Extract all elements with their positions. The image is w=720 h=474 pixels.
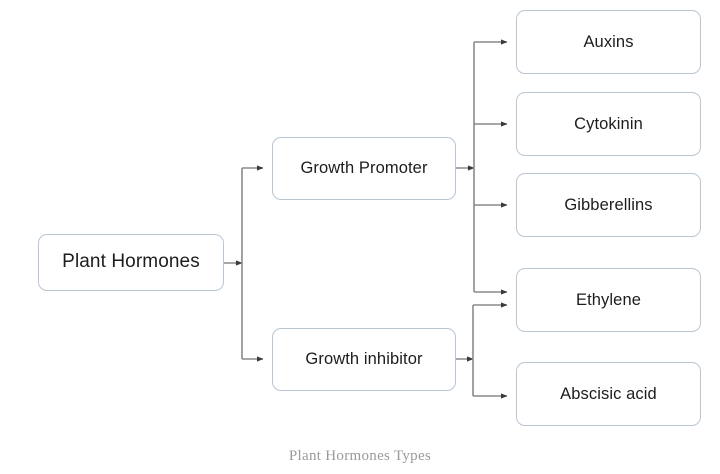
node-label: Ethylene [575,290,641,309]
node-label: Growth Promoter [300,159,428,178]
node-ethylene[interactable]: Ethylene [516,268,701,332]
node-auxins[interactable]: Auxins [516,10,701,74]
node-plant-hormones[interactable]: Plant Hormones [38,234,224,291]
node-label: Abscisic acid [560,384,657,403]
diagram-caption: Plant Hormones Types [288,448,432,464]
node-label: Auxins [583,32,634,51]
node-label: Cytokinin [574,114,643,133]
node-label: Gibberellins [564,195,653,214]
node-label: Plant Hormones [62,251,200,273]
node-growth-promoter[interactable]: Growth Promoter [272,137,456,200]
node-growth-inhibitor[interactable]: Growth inhibitor [272,328,456,391]
node-cytokinin[interactable]: Cytokinin [516,92,701,156]
node-label: Growth inhibitor [305,350,423,369]
node-abscisic-acid[interactable]: Abscisic acid [516,362,701,426]
node-gibberellins[interactable]: Gibberellins [516,173,701,237]
